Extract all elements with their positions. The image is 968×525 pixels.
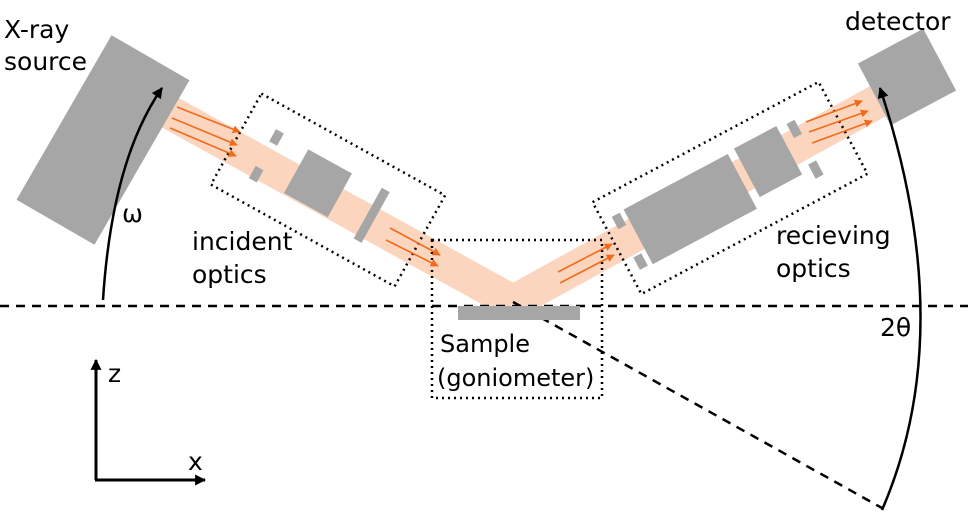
diffracted-ray-2	[559, 254, 615, 284]
receiving-optics-box	[590, 80, 870, 296]
z-axis-label: z	[108, 359, 121, 388]
receiving-slit-bottom	[633, 253, 648, 270]
receiving-exit-slit-bottom	[808, 160, 824, 179]
detector-ray-1	[805, 99, 863, 123]
receiving-optics	[590, 80, 870, 296]
incident-beam	[151, 92, 522, 317]
sample-label-line2: (goniometer)	[437, 364, 594, 392]
detector	[857, 28, 957, 126]
sample-box	[430, 238, 604, 400]
incident-filter	[353, 187, 390, 243]
detector-ray-3	[811, 119, 873, 144]
omega-label: ω	[122, 199, 143, 228]
two-theta-label: 2θ	[880, 313, 911, 342]
source-label-line1: X-ray	[4, 15, 70, 44]
x-axis-label: x	[188, 447, 203, 476]
receiving-analyzer	[733, 125, 803, 198]
source-ray-1	[176, 106, 241, 134]
incident-ray-1	[389, 227, 441, 256]
sample	[458, 306, 580, 320]
two-theta-arc-arrow	[877, 86, 922, 511]
receiving-optics-label-line1: recieving	[776, 221, 891, 250]
detector-ray-2	[808, 109, 869, 133]
source-ray-2	[171, 117, 238, 146]
receiving-collimator	[623, 154, 757, 265]
incident-optics-label-line1: incident	[192, 227, 293, 256]
incident-slit-bottom	[248, 165, 264, 183]
receiving-optics-label-line2: optics	[776, 254, 851, 283]
source-label-line2: source	[4, 47, 87, 76]
xray-source	[16, 35, 190, 245]
sample-label-line1: Sample	[440, 330, 530, 358]
receiving-slit-top	[611, 212, 627, 230]
diffracted-ray-1	[557, 243, 613, 273]
beam-arrows	[169, 99, 873, 284]
omega-arc-arrow	[101, 87, 164, 301]
incident-monochromator	[284, 149, 352, 218]
detector-label: detector	[845, 7, 951, 36]
incident-optics-label-line2: optics	[192, 260, 267, 289]
incident-slit-top	[269, 129, 284, 146]
incident-extension-line	[512, 300, 883, 510]
receiving-exit-slit-top	[786, 119, 803, 139]
source-ray-3	[169, 127, 237, 157]
incident-ray-2	[385, 239, 439, 267]
